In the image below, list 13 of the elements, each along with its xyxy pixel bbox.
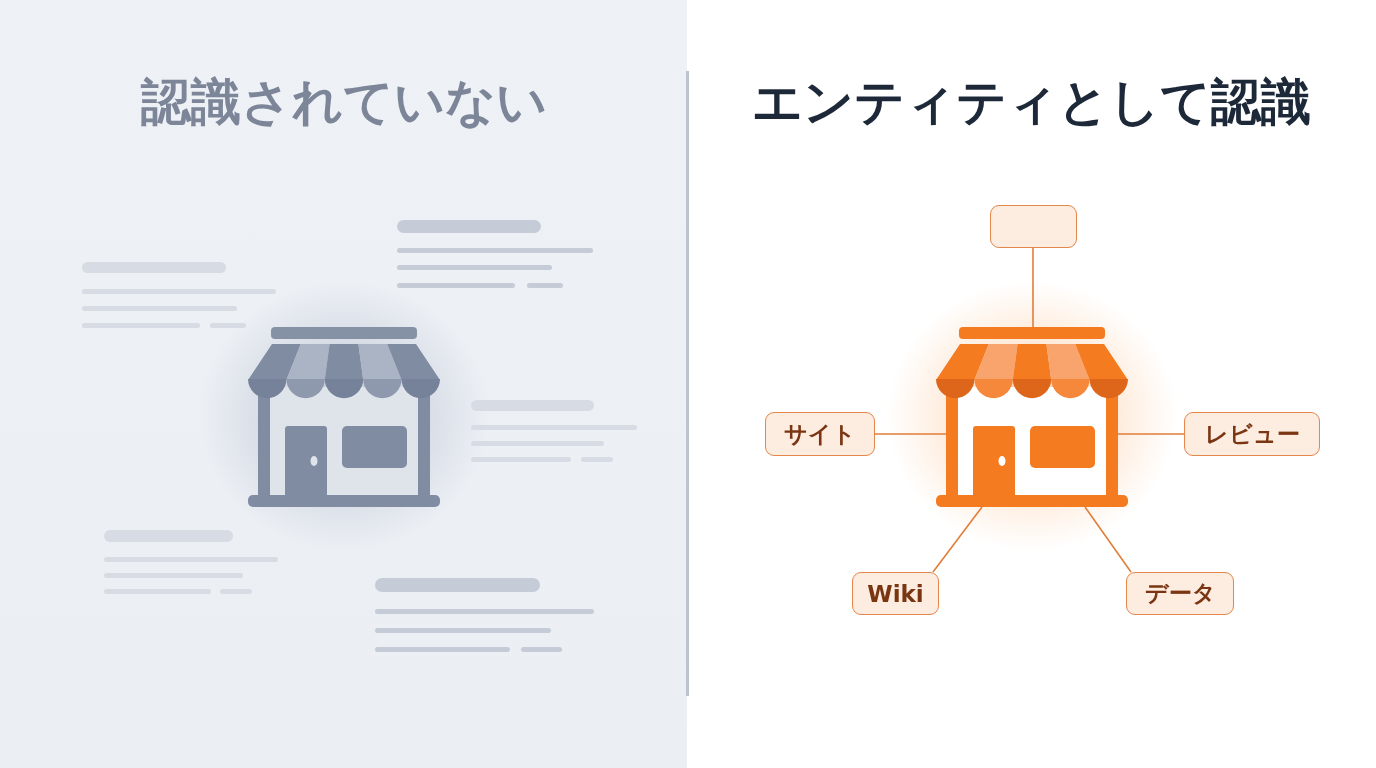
connector-line [1032, 247, 1034, 328]
heading: 認識されていない [141, 74, 547, 130]
connector-line [932, 506, 983, 573]
connector-line [1084, 506, 1132, 573]
label-box: サイト [765, 412, 875, 456]
empty-box [990, 205, 1077, 248]
heading: エンティティとして認識 [751, 74, 1311, 130]
store-icon [936, 327, 1128, 507]
label-box: データ [1126, 572, 1234, 615]
label-box: Wiki [852, 572, 939, 615]
connector-line [1116, 433, 1185, 435]
label-box: レビュー [1184, 412, 1320, 456]
connector-line [874, 433, 948, 435]
